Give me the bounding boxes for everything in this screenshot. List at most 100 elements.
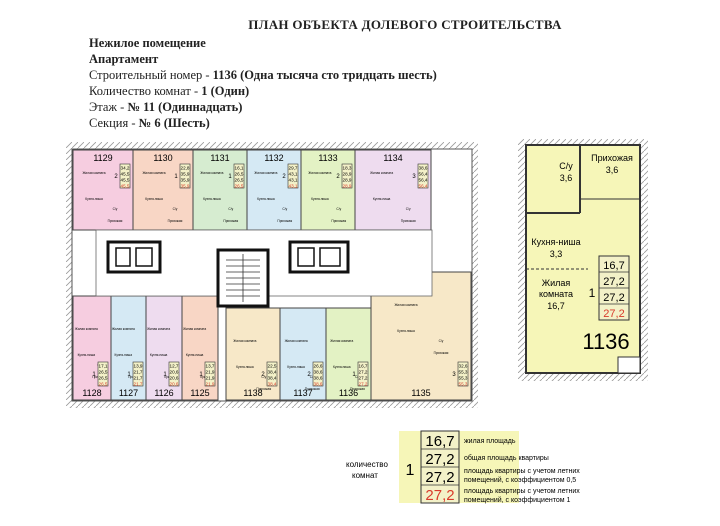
unit-number-1137: 1137 — [293, 388, 312, 398]
unit-area-1126-2: 20,6 — [170, 376, 179, 381]
unit-area-1132-2: 43,1 — [289, 178, 298, 183]
legend-area-k1: 27,2 — [425, 487, 454, 504]
unit-room-label-1136: Жилая комната — [330, 339, 353, 343]
unit-area-box-1125 — [204, 361, 216, 387]
unit-bath-label-1135: С/у — [439, 339, 444, 343]
unit-room-label-1126: Жилая комната — [147, 327, 170, 331]
unit-hall-label-1138: Прихожая — [256, 387, 271, 391]
unit-kitchen-label-1125: Кухня-ниша — [186, 353, 204, 357]
unit-kitchen-label-1137: Кухня-ниша — [287, 365, 305, 369]
unit-area-1133-2: 28,9 — [343, 178, 352, 183]
unit-rooms-1128: 1 — [92, 372, 96, 378]
unit-hall-label-1132: Прихожая — [277, 219, 292, 223]
legend-desc-living: жилая площадь — [464, 438, 516, 445]
unit-detail-plan: С/у 3,6 Прихожая 3,6 Кухня-ниша 3,3 Жила… — [518, 139, 648, 381]
detail-area-box: 16,7 27,2 27,2 27,2 — [598, 255, 630, 321]
section-value: № 6 (Шесть) — [138, 116, 210, 130]
unit-rooms-1137: 2 — [307, 372, 311, 378]
unit-room-label-1134: Жилая комната — [370, 171, 393, 175]
area-legend: количество комнат 1 16,7 27,2 27,2 27,2 … — [346, 430, 580, 504]
object-subtype: Апартамент — [89, 52, 159, 66]
unit-area-1128-3: 26,5 — [99, 382, 108, 387]
unit-area-1133-1: 28,9 — [343, 172, 352, 177]
unit-area-1128-0: 17,1 — [99, 364, 108, 369]
unit-area-1129-2: 45,5 — [121, 178, 130, 183]
page-title: ПЛАН ОБЪЕКТА ДОЛЕВОГО СТРОИТЕЛЬСТВА — [248, 17, 562, 32]
detail-total-area: 27,2 — [603, 276, 624, 288]
object-type: Нежилое помещение — [89, 36, 206, 50]
unit-area-box-1130 — [179, 163, 191, 189]
unit-number-1127: 1127 — [119, 388, 138, 398]
unit-area-box-1133 — [341, 163, 353, 189]
unit-area-1129-0: 34,2 — [121, 166, 130, 171]
unit-area-1126-0: 12,7 — [170, 364, 179, 369]
unit-area-box-1132 — [287, 163, 299, 189]
unit-area-1125-1: 21,9 — [206, 370, 215, 375]
unit-area-box-1134 — [417, 163, 429, 189]
section-line: Секция - № 6 (Шесть) — [89, 115, 437, 131]
unit-area-1131-0: 16,1 — [235, 166, 244, 171]
legend-desc-total: общая площадь квартиры — [464, 454, 549, 462]
unit-bath-label-1131: С/у — [228, 207, 233, 211]
unit-area-1136-1: 27,2 — [359, 370, 368, 375]
unit-area-1135-1: 55,3 — [459, 370, 468, 375]
unit-area-1130-2: 35,9 — [181, 178, 190, 183]
unit-hall-label-1135: Прихожая — [434, 351, 449, 355]
unit-hall-label-1137: Прихожая — [305, 387, 320, 391]
detail-bath-area: 3,6 — [560, 173, 573, 183]
unit-bath-label-1130: С/у — [173, 207, 178, 211]
unit-number-1136: 1136 — [339, 388, 358, 398]
legend-desc-k05-1: площадь квартиры с учетом летних — [464, 468, 580, 475]
unit-room-label-1135: Жилая комната — [394, 303, 417, 307]
unit-kitchen-label-1129: Кухня-ниша — [85, 197, 103, 201]
unit-number-1133: 1133 — [318, 153, 337, 163]
unit-area-1127-2: 21,7 — [134, 376, 143, 381]
unit-number-1132: 1132 — [264, 153, 283, 163]
unit-rooms-1138: 2 — [261, 372, 265, 378]
unit-number-1135: 1135 — [411, 388, 430, 398]
unit-rooms-1136: 1 — [352, 372, 356, 378]
unit-area-box-1127 — [132, 361, 144, 387]
unit-area-1135-2: 55,3 — [459, 376, 468, 381]
unit-hall-label-1130: Прихожая — [168, 219, 183, 223]
detail-unit-number: 1136 — [582, 329, 629, 354]
unit-room-label-1133: Жилая комната — [308, 171, 331, 175]
unit-kitchen-label-1136: Кухня-ниша — [333, 365, 351, 369]
unit-area-1125-3: 21,9 — [206, 382, 215, 387]
unit-bath-label-1137: С/у — [310, 375, 315, 379]
unit-area-1126-3: 20,6 — [170, 382, 179, 387]
unit-area-1136-2: 27,2 — [359, 376, 368, 381]
unit-area-box-1131 — [233, 163, 245, 189]
unit-kitchen-label-1138: Кухня-ниша — [236, 365, 254, 369]
detail-bath-label: С/у — [559, 161, 573, 171]
unit-1129 — [72, 149, 134, 231]
detail-hall-area: 3,6 — [606, 165, 619, 175]
building-number-label: Строительный номер - — [89, 68, 213, 82]
unit-area-1130-0: 22,8 — [181, 166, 190, 171]
unit-area-1125-0: 13,7 — [206, 364, 215, 369]
unit-area-1130-1: 35,9 — [181, 172, 190, 177]
unit-area-1127-0: 13,9 — [134, 364, 143, 369]
unit-area-1131-3: 26,5 — [235, 184, 244, 189]
unit-rooms-1125: 1 — [199, 372, 203, 378]
unit-hall-label-1129: Прихожая — [108, 219, 123, 223]
unit-area-1138-3: 38,4 — [268, 382, 277, 387]
unit-hall-label-1136: Прихожая — [350, 387, 365, 391]
rooms-count-label: Количество комнат - — [89, 84, 202, 98]
unit-hall-label-1131: Прихожая — [223, 219, 238, 223]
unit-number-1126: 1126 — [154, 388, 173, 398]
unit-area-1136-3: 27,2 — [359, 382, 368, 387]
unit-room-label-1128: Жилая комната — [75, 327, 98, 331]
unit-area-1128-2: 26,5 — [99, 376, 108, 381]
unit-area-1137-3: 38,6 — [314, 382, 323, 387]
unit-area-1136-0: 16,7 — [359, 364, 368, 369]
unit-area-1131-2: 26,5 — [235, 178, 244, 183]
unit-area-1129-1: 45,5 — [121, 172, 130, 177]
unit-bath-label-1138: С/у — [261, 375, 266, 379]
unit-area-1131-1: 26,5 — [235, 172, 244, 177]
floor-value: № 11 (Одиннадцать) — [127, 100, 243, 114]
unit-area-1134-1: 56,4 — [419, 172, 428, 177]
unit-room-label-1127: Жилая комната — [112, 327, 135, 331]
legend-rooms-count: 1 — [406, 462, 415, 479]
